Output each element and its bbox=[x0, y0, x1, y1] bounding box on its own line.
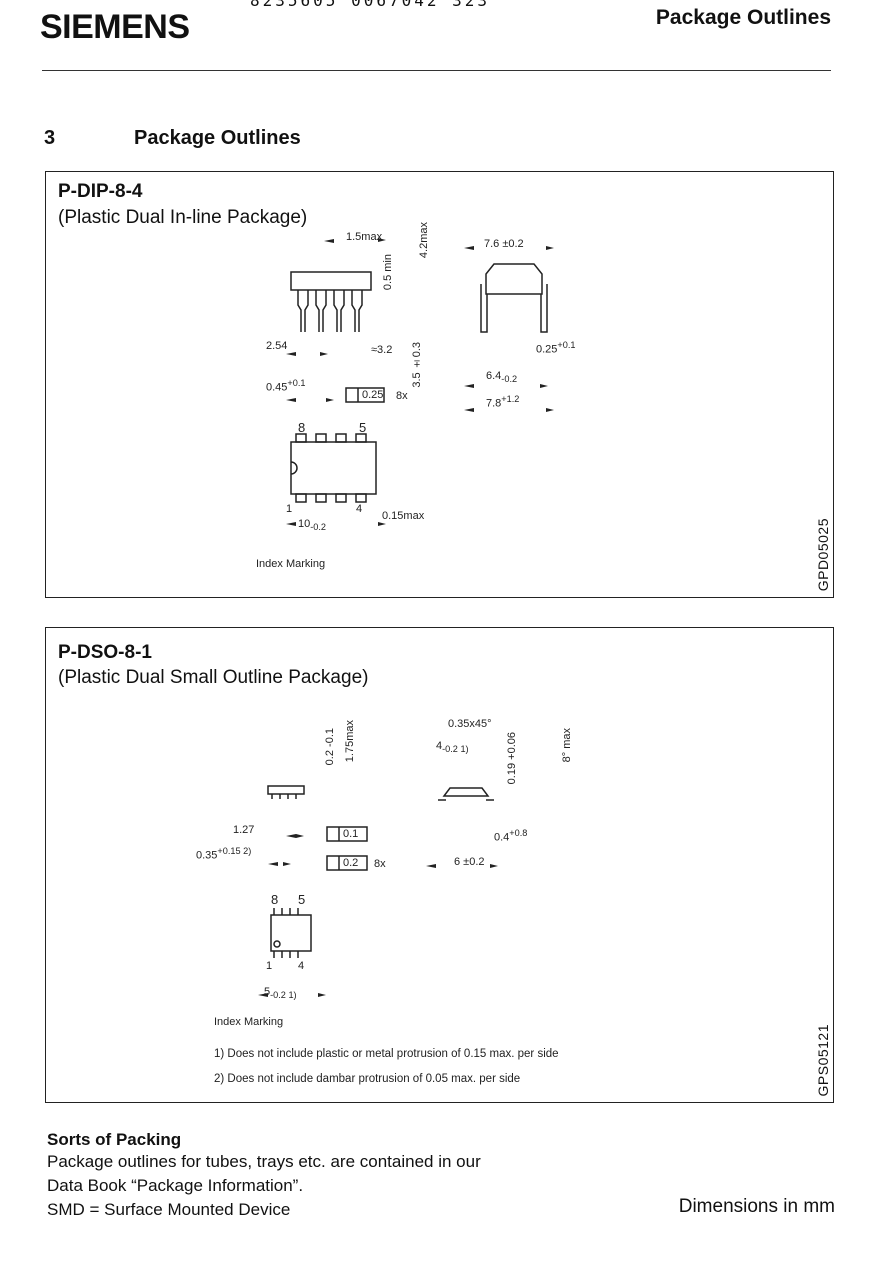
dim-tolerance-count: 8x bbox=[396, 390, 408, 402]
dim-body-h: ≈3.2 bbox=[371, 344, 393, 356]
index-marking-label: Index Marking bbox=[256, 558, 326, 570]
packing-line-2: Data Book “Package Information”. bbox=[47, 1176, 304, 1195]
dim-pitch: 2.54 bbox=[266, 340, 288, 352]
dim-inner-w: 6.4-0.2 bbox=[486, 370, 518, 385]
pdip-end-body bbox=[485, 263, 543, 295]
pdso-drawing bbox=[258, 785, 498, 997]
header-rule bbox=[42, 70, 831, 71]
dim-tolerance-1: 0.1 bbox=[343, 828, 359, 840]
dim-lead-h: 3.5 ±0.3 bbox=[411, 342, 423, 388]
pdso-side-body bbox=[267, 785, 305, 795]
dim-body-len: 5-0.2 1) bbox=[264, 986, 297, 1001]
dim-body-w: 4-0.2 1) bbox=[436, 740, 469, 755]
pdip-end-leads bbox=[480, 284, 548, 333]
package-description: (Plastic Dual In-line Package) bbox=[58, 207, 308, 228]
running-title: Package Outlines bbox=[655, 6, 831, 29]
dim-tolerance-2: 0.2 bbox=[343, 857, 359, 869]
package-panel-pdso: P-DSO-8-1 (Plastic Dual Small Outline Pa… bbox=[45, 627, 834, 1103]
pdso-top-body bbox=[270, 914, 312, 952]
pdip-tolerance-frame bbox=[345, 387, 385, 403]
pin-label-1: 1 bbox=[286, 503, 293, 515]
dim-overall-w: 6 ±0.2 bbox=[454, 856, 485, 868]
dim-height-max: 1.75max bbox=[344, 720, 356, 763]
package-description: (Plastic Dual Small Outline Package) bbox=[58, 667, 369, 688]
pdip-drawing bbox=[286, 238, 554, 526]
packing-line-1: Package outlines for tubes, trays etc. a… bbox=[47, 1152, 481, 1171]
siemens-logo: SIEMENS bbox=[40, 8, 190, 46]
pdso-index-dot bbox=[273, 940, 281, 948]
pin-label-4: 4 bbox=[356, 503, 363, 515]
package-name: P-DIP-8-4 bbox=[58, 181, 143, 202]
dim-height-max: 4.2max bbox=[418, 222, 430, 259]
dim-angle-max: 8° max bbox=[561, 728, 573, 763]
packing-line-3: SMD = Surface Mounted Device bbox=[47, 1200, 291, 1219]
pin-label-8: 8 bbox=[298, 420, 306, 435]
dim-pitch: 1.27 bbox=[233, 824, 255, 836]
dim-chamfer: 0.35x45° bbox=[448, 718, 492, 730]
index-marking-label: Index Marking bbox=[214, 1016, 284, 1028]
dim-foot: 0.4+0.8 bbox=[494, 828, 528, 844]
pdip-index-notch bbox=[290, 461, 298, 475]
section-number: 3 bbox=[44, 127, 56, 149]
pin-label-4: 4 bbox=[298, 960, 305, 972]
dim-lead-w: 0.35+0.15 2) bbox=[196, 846, 252, 862]
dim-tolerance-value: 0.25 bbox=[362, 389, 384, 401]
footnote-2: 2) Does not include dambar protrusion of… bbox=[214, 1073, 521, 1085]
dim-end-max: 0.15max bbox=[382, 510, 425, 522]
dim-body-len: 10-0.2 bbox=[298, 518, 327, 533]
dim-thickness: 0.19 +0.06 bbox=[506, 732, 518, 785]
dim-outer-w: 7.8+1.2 bbox=[486, 394, 520, 410]
pin-label-8: 8 bbox=[271, 892, 279, 907]
barcode-text: 8235605 0067042 323 bbox=[250, 0, 491, 10]
packing-heading: Sorts of Packing bbox=[47, 1130, 182, 1149]
drawing-code: GPS05121 bbox=[815, 1023, 831, 1097]
pdso-side-leads bbox=[271, 794, 297, 799]
package-name: P-DSO-8-1 bbox=[58, 642, 152, 663]
dim-lead-thick: 0.25+0.1 bbox=[536, 340, 576, 356]
pin-label-5: 5 bbox=[359, 420, 367, 435]
pdso-tolerance-frame-2 bbox=[326, 855, 368, 871]
pdso-end-body bbox=[442, 787, 490, 797]
dim-lead-len: 0.5 min bbox=[382, 254, 394, 291]
section-title: Package Outlines bbox=[134, 127, 301, 149]
pin-label-5: 5 bbox=[298, 892, 306, 907]
footnote-1: 1) Does not include plastic or metal pro… bbox=[214, 1048, 559, 1060]
dimensions-note: Dimensions in mm bbox=[678, 1196, 835, 1217]
pdip-top-body bbox=[290, 441, 377, 495]
dim-standoff: 0.2 -0.1 bbox=[324, 728, 336, 766]
dim-tolerance-count: 8x bbox=[374, 858, 386, 870]
pin-label-1: 1 bbox=[266, 960, 273, 972]
pdip-side-leads bbox=[297, 290, 356, 332]
dim-top-max: 1.5max bbox=[346, 231, 383, 243]
dim-lead-w: 0.45+0.1 bbox=[266, 378, 306, 394]
pdso-tolerance-frame-1 bbox=[326, 826, 368, 842]
dim-width-top: 7.6 ±0.2 bbox=[484, 238, 524, 250]
drawing-code: GPD05025 bbox=[815, 517, 831, 591]
package-panel-pdip: P-DIP-8-4 (Plastic Dual In-line Package) bbox=[45, 171, 834, 598]
pdip-side-body bbox=[290, 271, 372, 291]
barcode-strip: 8235605 0067042 323 bbox=[210, 0, 487, 9]
